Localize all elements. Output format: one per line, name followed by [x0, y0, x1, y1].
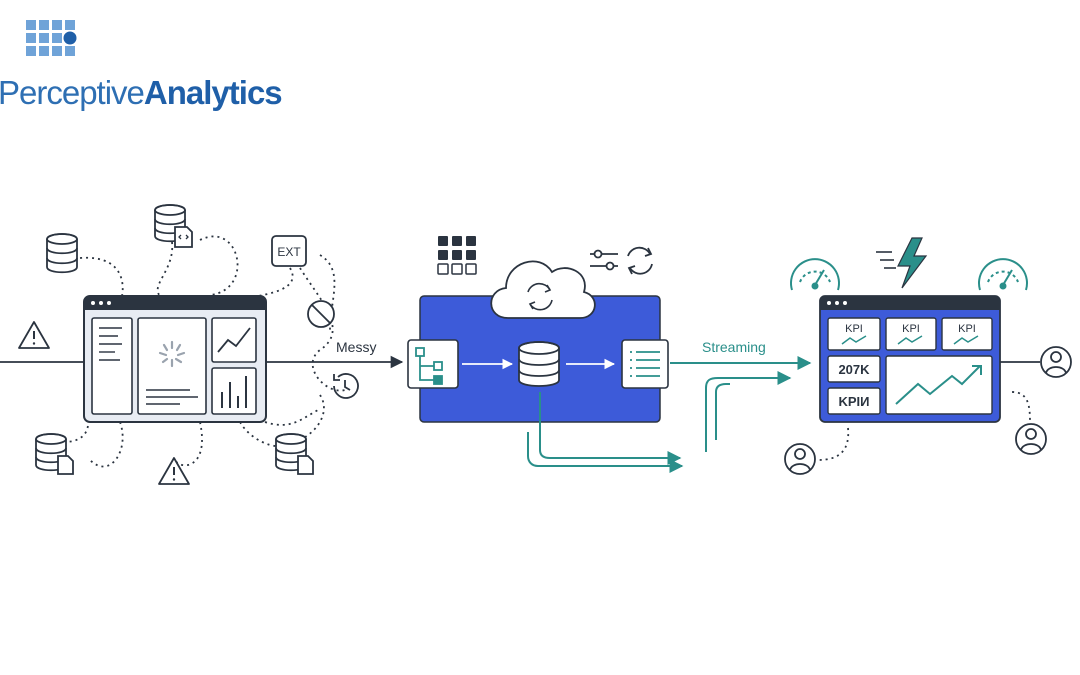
kpi-tile-label: KPI: [902, 323, 920, 335]
line-chart-icon: [217, 327, 251, 353]
logo-grid-icon: [26, 20, 77, 56]
external-source-icon: EXT: [271, 235, 307, 267]
gauge-icon: [978, 258, 1028, 291]
metric-tile: KPIИ: [827, 387, 881, 415]
settings-sliders-icon: [590, 249, 618, 271]
lightning-bolt-icon: [876, 237, 928, 289]
database-code-file-icon: [154, 204, 193, 248]
warning-icon: [158, 457, 190, 485]
database-file-icon: [35, 433, 74, 475]
metric-label: KPIИ: [838, 394, 869, 409]
loading-spinner-icon: [158, 340, 186, 368]
trend-chart-tile: [885, 355, 993, 415]
kpi-dashboard-window: KPI KPI KPI 207K KPIИ: [819, 295, 1001, 423]
legacy-app-window: [83, 295, 267, 423]
dotted-connector: [817, 427, 850, 461]
gauge-icon: [790, 258, 840, 291]
grid-apps-icon: [437, 236, 477, 275]
workflow-icon: [407, 339, 459, 389]
database-icon: [46, 233, 78, 274]
user-avatar-icon: [1040, 346, 1072, 378]
metric-tile: 207K: [827, 355, 881, 383]
kpi-tile: KPI: [941, 317, 993, 351]
kpi-tile-label: KPI: [958, 323, 976, 335]
ext-label: EXT: [277, 245, 301, 259]
streaming-flows: [527, 356, 812, 473]
logo-wordmark: PerceptiveAnalytics: [0, 74, 283, 112]
cloud-sync-icon: [490, 260, 596, 319]
database-file-icon: [275, 433, 314, 475]
messy-sources-group: EXT: [18, 204, 359, 485]
edge-label-messy: Messy: [336, 339, 376, 355]
user-avatar-icon: [1015, 423, 1047, 455]
company-logo: PerceptiveAnalytics: [0, 12, 283, 112]
metric-value: 207K: [838, 362, 870, 377]
refresh-icon: [627, 246, 653, 275]
edge-label-streaming: Streaming: [702, 339, 766, 355]
logo-wordmark-part1: Perceptive: [0, 74, 145, 111]
kpi-tile-label: KPI: [845, 323, 863, 335]
blocked-icon: [307, 300, 335, 328]
bar-chart-icon: [221, 376, 247, 408]
database-icon: [518, 341, 560, 387]
kpi-tile: KPI: [885, 317, 937, 351]
warning-icon: [18, 321, 50, 349]
list-output-icon: [621, 339, 669, 389]
user-avatar-icon: [784, 443, 816, 475]
history-clock-icon: [333, 373, 359, 399]
kpi-tile: KPI: [827, 317, 881, 351]
dotted-connector: [1011, 391, 1031, 423]
logo-wordmark-part2: Analytics: [143, 74, 283, 111]
